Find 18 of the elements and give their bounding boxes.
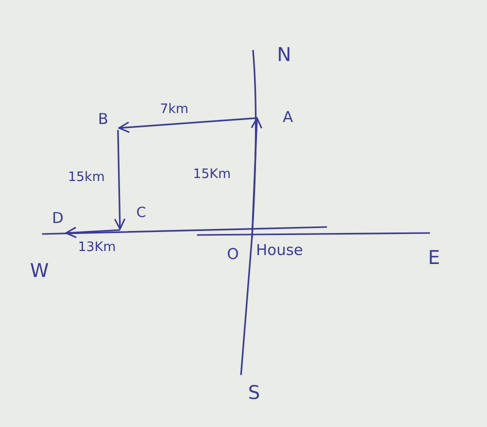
point-label: B — [98, 110, 119, 130]
point-label: A — [257, 108, 293, 128]
point-label: O — [227, 247, 239, 262]
edge-label: 13Km — [78, 241, 116, 254]
arrow — [65, 226, 120, 238]
compass-label: E — [428, 249, 440, 268]
point-label: D — [52, 209, 74, 233]
compass-label: W — [30, 262, 49, 281]
point-label: C — [120, 204, 146, 230]
arrow — [250, 117, 262, 238]
arrow — [118, 117, 258, 134]
edge-label: 15km — [68, 171, 105, 184]
compass-label: S — [248, 384, 260, 403]
arrow — [114, 130, 126, 230]
edge-label: 7km — [160, 103, 188, 116]
compass-label: N — [277, 46, 292, 65]
edge-label: 15Km — [193, 168, 231, 181]
place-label: House — [256, 243, 304, 258]
